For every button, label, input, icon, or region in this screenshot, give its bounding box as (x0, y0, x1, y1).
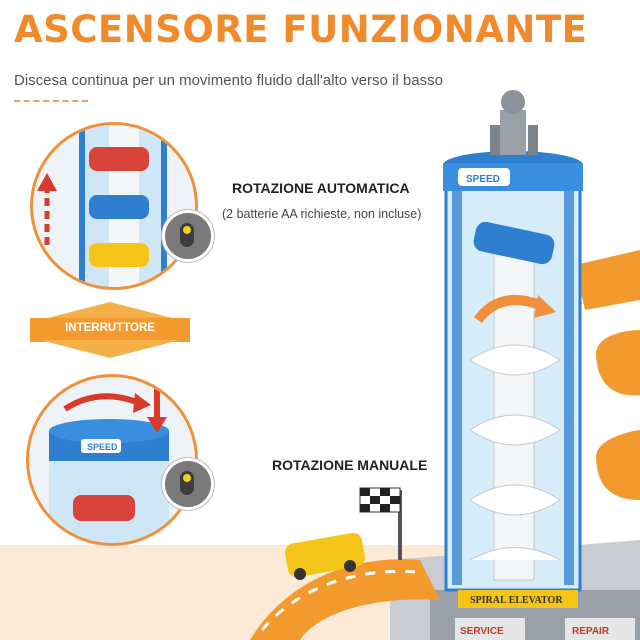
speed-logo: SPEED (466, 174, 500, 185)
manual-detail-illustration: SPEED (49, 387, 169, 543)
battery-note: (2 batterie AA richieste, non incluse) (222, 207, 422, 221)
automatic-rotation-label: ROTAZIONE AUTOMATICA (232, 180, 410, 196)
manual-rotation-label: ROTAZIONE MANUALE (272, 457, 428, 473)
ramp-3 (596, 430, 640, 500)
blue-car (473, 221, 555, 265)
rotate-arrow-icon (63, 393, 141, 412)
ramp-1 (575, 250, 640, 310)
page-title: ASCENSORE FUNZIONANTE (14, 8, 588, 51)
svg-text:SPEED: SPEED (87, 442, 118, 452)
page-subtitle: Discesa continua per un movimento fluido… (14, 72, 443, 89)
switch-label: INTERRUTTORE (65, 322, 155, 334)
automatic-detail-illustration (37, 125, 167, 287)
switch-banner: INTERRUTTORE (30, 302, 190, 358)
automatic-detail-circle (30, 122, 198, 290)
flag-pole (398, 490, 402, 560)
service-sign: SERVICE (460, 626, 504, 637)
track-lower (250, 559, 440, 640)
crane-body (500, 110, 526, 155)
ramp-2 (596, 330, 640, 396)
rotate-arrow-icon (473, 295, 542, 324)
svg-text:SPIRAL ELEVATOR: SPIRAL ELEVATOR (470, 595, 563, 606)
manual-detail-circle: SPEED (26, 374, 198, 546)
repair-sign: REPAIR (572, 626, 610, 637)
battery-switch-icon (162, 210, 214, 262)
title-divider (14, 100, 88, 102)
elevator-sign (458, 590, 578, 608)
battery-switch-icon (162, 458, 214, 510)
